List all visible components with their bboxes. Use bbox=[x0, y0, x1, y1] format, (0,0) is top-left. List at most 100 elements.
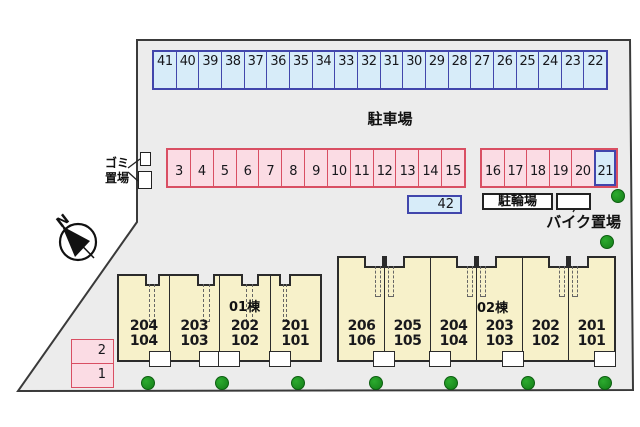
building-01: 204 104 203 103 202 102 bbox=[117, 274, 322, 367]
parking-space: 14 bbox=[418, 150, 441, 186]
parking-space: 35 bbox=[288, 52, 312, 88]
stairwell-notch bbox=[569, 256, 590, 297]
trash-label-line2: 置場 bbox=[104, 171, 129, 185]
unit-number-lower: 104 bbox=[129, 333, 158, 349]
parking-space: 11 bbox=[349, 150, 373, 186]
building-unit: 201 101 bbox=[268, 274, 321, 367]
parking-space: 27 bbox=[470, 52, 493, 88]
parking-space: 13 bbox=[395, 150, 418, 186]
unit-number-lower: 101 bbox=[577, 333, 606, 349]
unit-number: 204 104 bbox=[431, 319, 476, 349]
building-unit: 201 101 bbox=[568, 256, 616, 367]
building-02: 206 106 205 105 204 104 bbox=[337, 256, 616, 367]
parking-space: 34 bbox=[311, 52, 335, 88]
trash-callout-line bbox=[127, 158, 141, 169]
unit-number-lower: 101 bbox=[281, 333, 310, 349]
unit-number-upper: 205 bbox=[393, 318, 422, 334]
parking-space: 24 bbox=[538, 52, 561, 88]
entrance-porch bbox=[268, 351, 291, 367]
parking-space: 37 bbox=[243, 52, 267, 88]
stairwell-notch bbox=[144, 274, 160, 322]
unit-number: 201 101 bbox=[271, 319, 321, 349]
stairwell-notch bbox=[240, 274, 259, 322]
building-unit: 204 104 bbox=[119, 274, 171, 367]
tree-icon bbox=[215, 376, 229, 390]
unit-number-upper: 202 bbox=[531, 318, 560, 334]
parking-space: 7 bbox=[258, 150, 281, 186]
tree-icon bbox=[141, 376, 155, 390]
entrance-porch bbox=[502, 351, 524, 367]
parking-space: 28 bbox=[447, 52, 471, 88]
parking-space: 17 bbox=[503, 150, 527, 186]
parking-space: 40 bbox=[175, 52, 199, 88]
building-name: 01棟 bbox=[229, 300, 261, 315]
entrance-porch bbox=[148, 351, 171, 367]
entrance-porch bbox=[594, 351, 616, 367]
stairwell-notch bbox=[363, 256, 384, 297]
parking-space: 5 bbox=[212, 150, 236, 186]
unit-number-upper: 202 bbox=[230, 318, 259, 334]
parking-space: 25 bbox=[515, 52, 539, 88]
building-unit: 203 103 bbox=[168, 274, 221, 367]
building-name: 02棟 bbox=[477, 301, 509, 316]
parking-space: 21 bbox=[593, 150, 616, 186]
parking-space: 18 bbox=[526, 150, 549, 186]
parking-space: 6 bbox=[235, 150, 259, 186]
stairwell-notch bbox=[385, 256, 406, 297]
parking-space: 9 bbox=[304, 150, 327, 186]
tree-icon bbox=[598, 376, 612, 390]
parking-space: 36 bbox=[266, 52, 289, 88]
tree-icon bbox=[369, 376, 383, 390]
unit-number: 202 102 bbox=[220, 319, 270, 349]
parking-space: 33 bbox=[334, 52, 357, 88]
unit-number-upper: 203 bbox=[180, 318, 209, 334]
unit-number-lower: 104 bbox=[439, 333, 468, 349]
parking-space: 32 bbox=[356, 52, 380, 88]
parking-space: 19 bbox=[548, 150, 572, 186]
building-unit: 202 102 bbox=[218, 274, 270, 367]
unit-number: 201 101 bbox=[569, 319, 614, 349]
unit-number: 205 105 bbox=[385, 319, 430, 349]
entrance-porch bbox=[429, 351, 451, 367]
motorcycle-parking-box bbox=[556, 193, 591, 210]
parking-space: 30 bbox=[402, 52, 425, 88]
unit-number: 203 103 bbox=[170, 319, 220, 349]
parking-space: 39 bbox=[198, 52, 221, 88]
unit-number-upper: 201 bbox=[281, 318, 310, 334]
unit-number-lower: 103 bbox=[180, 333, 209, 349]
parking-space: 1 bbox=[71, 362, 114, 388]
parking-space: 41 bbox=[157, 54, 173, 69]
parking-space: 38 bbox=[220, 52, 244, 88]
unit-number-upper: 203 bbox=[485, 318, 514, 334]
stairwell-notch bbox=[455, 256, 476, 297]
parking-space: 29 bbox=[424, 52, 448, 88]
tree-icon bbox=[521, 376, 535, 390]
unit-number: 202 102 bbox=[523, 319, 568, 349]
entrance-porch bbox=[373, 351, 395, 367]
parking-space: 31 bbox=[379, 52, 403, 88]
trash-bin-box bbox=[140, 152, 151, 166]
trash-label-line1: ゴミ bbox=[104, 156, 129, 170]
parking-space: 3 bbox=[175, 164, 183, 179]
stairwell-notch bbox=[547, 256, 568, 297]
unit-number-lower: 103 bbox=[485, 333, 514, 349]
north-needle-icon bbox=[62, 226, 90, 257]
unit-number-upper: 204 bbox=[439, 318, 468, 334]
trash-area-label: ゴミ 置場 bbox=[93, 156, 129, 186]
building-unit: 206 106 bbox=[339, 256, 395, 367]
parking-space: 8 bbox=[281, 150, 304, 186]
tree-icon bbox=[444, 376, 458, 390]
building-unit: 205 105 bbox=[384, 256, 430, 360]
parking-space-42: 42 bbox=[407, 195, 462, 214]
compass: N bbox=[54, 211, 98, 262]
parking-space: 26 bbox=[492, 52, 516, 88]
unit-number-upper: 204 bbox=[129, 318, 158, 334]
unit-number-lower: 106 bbox=[347, 333, 376, 349]
unit-number: 203 103 bbox=[477, 319, 522, 349]
building-unit: 204 104 bbox=[429, 256, 476, 367]
parking-space: 15 bbox=[441, 150, 464, 186]
